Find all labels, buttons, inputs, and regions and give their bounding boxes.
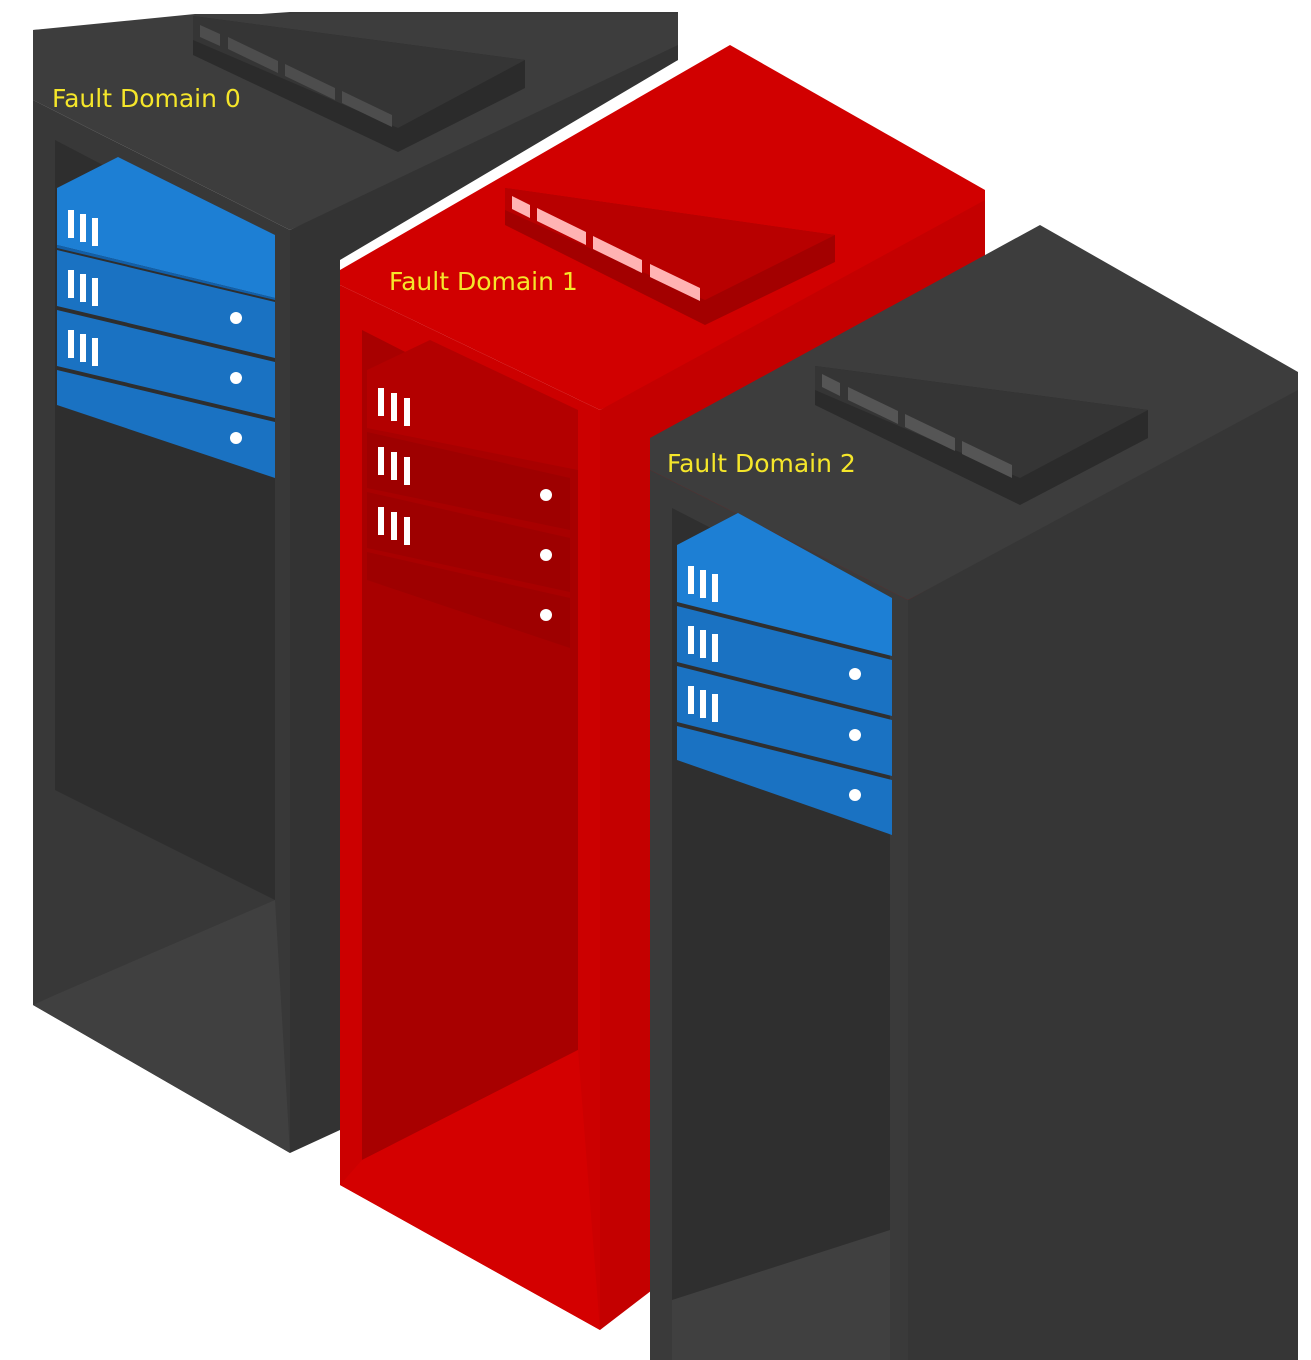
rack-2-lower-inner [672, 1230, 890, 1360]
server-unit-icon [57, 370, 275, 478]
server-unit-icon [57, 250, 275, 358]
rack-0-floor [33, 900, 290, 1153]
server-unit-icon [677, 726, 892, 835]
rack-fault-domain-2: Fault Domain 2 [650, 225, 1298, 1360]
server-unit-icon [57, 157, 275, 300]
server-unit-icon [677, 606, 892, 716]
server-stack-1 [367, 340, 578, 648]
server-unit-icon [57, 310, 275, 418]
server-stack-2 [677, 513, 892, 835]
server-stack-0 [57, 157, 275, 478]
network-switch-icon [505, 188, 835, 325]
rack-0-right-side [290, 45, 678, 1153]
rack-1-floor [340, 1050, 600, 1330]
fault-domain-2-label: Fault Domain 2 [667, 449, 856, 478]
server-unit-icon [367, 340, 578, 470]
rack-fault-domain-0: Fault Domain 0 [33, 12, 678, 1153]
rack-2-right-side [908, 390, 1298, 1360]
server-unit-icon [367, 432, 570, 530]
fault-domain-0-label: Fault Domain 0 [52, 84, 241, 113]
server-unit-icon [677, 513, 892, 656]
network-switch-icon [193, 16, 525, 152]
server-unit-icon [367, 492, 570, 592]
network-switch-icon [815, 366, 1148, 505]
server-unit-icon [367, 552, 570, 648]
server-unit-icon [677, 666, 892, 776]
fault-domain-1-label: Fault Domain 1 [389, 267, 578, 296]
